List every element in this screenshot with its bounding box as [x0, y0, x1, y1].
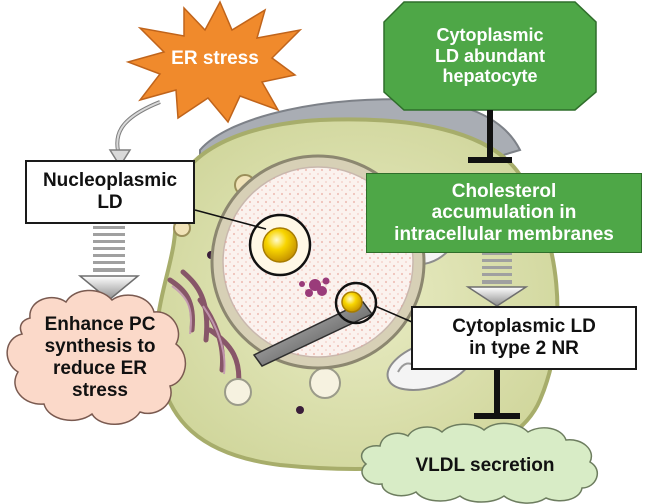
er-stress-starburst: [125, 0, 303, 124]
connector-cytoplasmic: [374, 305, 413, 323]
vldl-cloud: [360, 422, 599, 504]
er-stress-label: ER stress: [171, 48, 259, 69]
cytoplasmic-lipid-droplet: [341, 291, 363, 313]
cytoplasmic-ld-highlight: [334, 281, 378, 325]
arrow-icon-right: [465, 252, 529, 307]
cholesterol-label: Cholesterol accumulation in intracellula…: [394, 181, 614, 245]
inhibit-icon-2: [474, 370, 520, 419]
nucleoplasmic-lipid-droplet: [262, 227, 298, 263]
hexagon-label-wrap: Cytoplasmic LD abundant hepatocyte: [396, 6, 584, 106]
arrow-icon-left: [77, 226, 141, 301]
vesicle: [224, 378, 252, 406]
inhibit-icon: [468, 110, 512, 163]
enhance-pc-cloud: [6, 289, 187, 425]
nucleoplasmic-ld-label: Nucleoplasmic LD: [42, 170, 178, 213]
vesicle: [309, 367, 341, 399]
enhance-pc-label: Enhance PC synthesis to reduce ER stress: [44, 314, 156, 401]
hexagon-cytoplasmic-abundant: [383, 1, 597, 111]
cytoplasmic-type2-box: Cytoplasmic LD in type 2 NR: [411, 306, 637, 370]
cytoplasmic-type2-label: Cytoplasmic LD in type 2 NR: [452, 316, 596, 359]
cytoplasmic-abundant-label: Cytoplasmic LD abundant hepatocyte: [435, 24, 545, 87]
cholesterol-box: Cholesterol accumulation in intracellula…: [366, 173, 642, 253]
vldl-label: VLDL secretion: [415, 455, 555, 476]
nucleolus: [299, 277, 330, 297]
nucleoplasmic-ld-box: Nucleoplasmic LD: [25, 160, 195, 224]
er-stress-arrowhead: [108, 149, 132, 168]
connector-nucleoplasmic: [194, 209, 267, 230]
